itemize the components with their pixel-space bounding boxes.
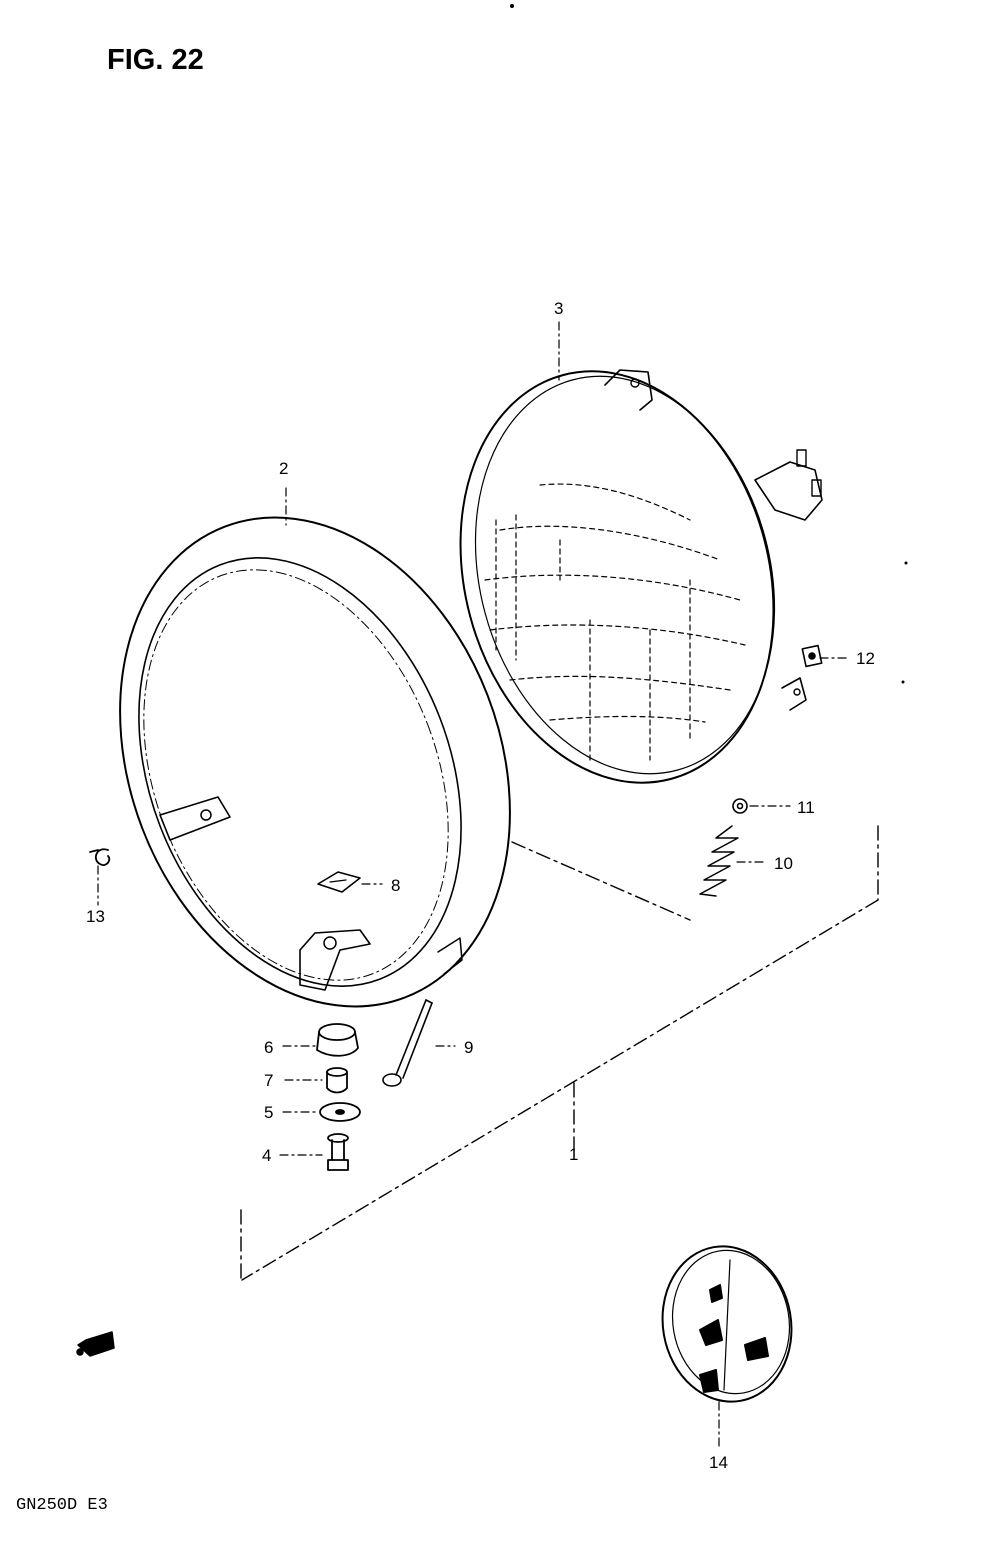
callout-13: 13 [86,907,105,926]
callout-9: 9 [464,1038,474,1057]
nut-8 [317,871,361,893]
callout-6: 6 [264,1038,274,1057]
assembly-bracket-lines [240,825,879,1281]
callout-12: 12 [856,649,875,668]
wp-mark [76,1331,115,1357]
model-code: GN250D E3 [16,1496,108,1515]
callout-7: 7 [264,1071,274,1090]
nut-12 [801,644,823,668]
callout-1: 1 [569,1145,579,1164]
headlight-housing [119,516,511,1008]
callout-14: 14 [709,1453,728,1472]
washer-5 [319,1102,361,1122]
callout-10: 10 [774,854,793,873]
callout-8: 8 [391,876,401,895]
sealed-beam-unit [459,369,823,784]
clip-13 [89,848,111,866]
spacer-7 [326,1067,348,1094]
cushion-6 [316,1023,359,1057]
reflector-14 [661,1245,793,1403]
screw-9 [382,999,433,1087]
callout-4: 4 [262,1146,272,1165]
figure-title: FIG. 22 [107,44,204,76]
bolt-4 [327,1133,349,1171]
spring-10 [699,825,739,897]
callout-11: 11 [797,798,815,817]
callout-5: 5 [264,1103,274,1122]
callout-3: 3 [554,299,564,318]
washer-11 [732,798,748,814]
callout-2: 2 [279,459,289,478]
leader-lines [97,321,851,1449]
